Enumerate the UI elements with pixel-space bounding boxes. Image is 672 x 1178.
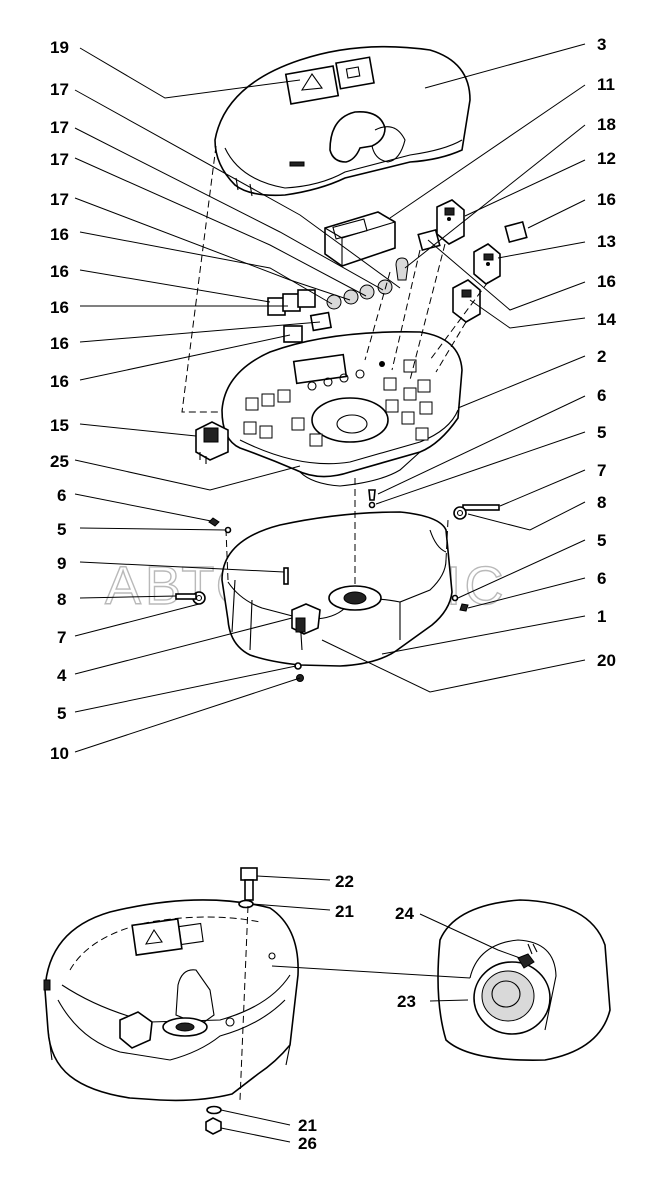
detail-view-23-24 — [437, 899, 611, 1061]
callout-16-e: 16 — [50, 372, 69, 391]
callout-12: 12 — [597, 149, 616, 168]
callout-6-right-b: 6 — [597, 569, 606, 588]
callout-8-left: 8 — [57, 590, 66, 609]
callout-16-b: 16 — [50, 262, 69, 281]
callout-16-right-a: 16 — [597, 190, 616, 209]
callout-5-right-b: 5 — [597, 531, 606, 550]
callout-24: 24 — [395, 904, 414, 923]
callout-19: 19 — [50, 38, 69, 57]
callout-4: 4 — [57, 666, 67, 685]
lens-parts-17 — [326, 279, 393, 310]
callout-6-right-a: 6 — [597, 386, 606, 405]
callout-3: 3 — [597, 35, 606, 54]
callout-7-right: 7 — [597, 461, 606, 480]
lower-leader-lines — [220, 875, 521, 1143]
callout-17-a: 17 — [50, 80, 69, 99]
switch-part-14 — [452, 279, 481, 323]
switch-part-13 — [473, 243, 501, 285]
callout-5-right-a: 5 — [597, 423, 606, 442]
housing-part-1 — [221, 511, 453, 667]
callout-15: 15 — [50, 416, 69, 435]
display-module-part-11 — [324, 211, 396, 267]
switch-part-12 — [436, 199, 465, 245]
callout-13: 13 — [597, 232, 616, 251]
callout-10: 10 — [50, 744, 69, 763]
cover-part-3 — [214, 45, 471, 197]
callout-16-d: 16 — [50, 334, 69, 353]
callout-26: 26 — [298, 1134, 317, 1153]
callout-1: 1 — [597, 607, 606, 626]
callout-9: 9 — [57, 554, 66, 573]
callout-17-c: 17 — [50, 150, 69, 169]
callout-18: 18 — [597, 115, 616, 134]
assembly-dash-lines — [181, 145, 489, 585]
callout-22: 22 — [335, 872, 354, 891]
callout-17-b: 17 — [50, 118, 69, 137]
callout-5-left-a: 5 — [57, 520, 66, 539]
callout-7-left: 7 — [57, 628, 66, 647]
bezel-panel-part-2 — [221, 331, 463, 487]
callout-16-right-b: 16 — [597, 272, 616, 291]
leader-lines — [74, 43, 586, 753]
callout-11: 11 — [597, 75, 615, 94]
callout-25: 25 — [50, 452, 69, 471]
callout-21-b: 21 — [298, 1116, 317, 1135]
callout-17-d: 17 — [50, 190, 69, 209]
callout-14: 14 — [597, 310, 616, 329]
switch-part-15 — [195, 421, 229, 464]
callout-16-a: 16 — [50, 225, 69, 244]
bulb-part-18 — [395, 257, 409, 281]
callout-6-left-a: 6 — [57, 486, 66, 505]
callout-numbers: 19 3 11 17 17 18 17 12 17 16 16 13 16 16… — [50, 35, 616, 1153]
callout-21-a: 21 — [335, 902, 354, 921]
callout-2: 2 — [597, 347, 606, 366]
callout-8-right: 8 — [597, 493, 606, 512]
callout-16-c: 16 — [50, 298, 69, 317]
hardware-fasteners — [175, 489, 500, 682]
assembled-dashboard-view — [43, 867, 299, 1135]
callout-20: 20 — [597, 651, 616, 670]
callout-5-left-b: 5 — [57, 704, 66, 723]
callout-23: 23 — [397, 992, 416, 1011]
